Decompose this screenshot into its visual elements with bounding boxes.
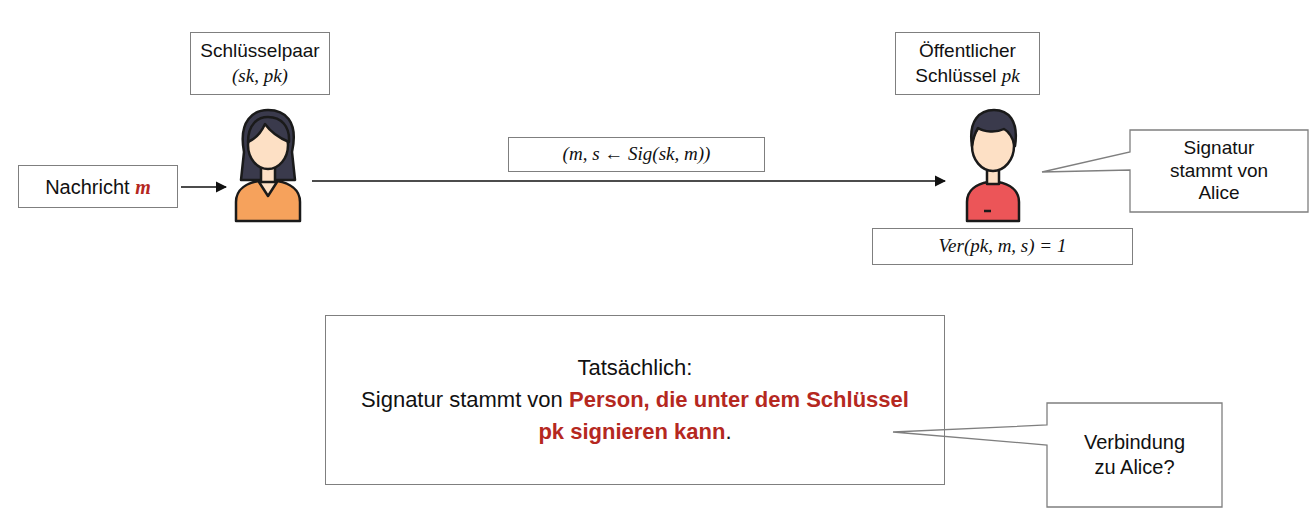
speech-bubble-outline: [1042, 130, 1308, 212]
speech-bubble-outline: [893, 403, 1222, 507]
verification-box: Ver(pk, m, s) = 1: [872, 228, 1133, 265]
node-text: (m, s ← Sig(sk, m)): [563, 143, 711, 164]
node-text: Ver(pk, m, s) = 1: [939, 235, 1067, 256]
input-arrow: [181, 186, 226, 187]
callout-bubble: Signatur stammt von Alice: [1130, 130, 1308, 212]
node-content: Signatur stammt von Alice: [1155, 137, 1283, 205]
node-content: (m, s ← Sig(sk, m)): [563, 143, 711, 166]
node-content: Verbindung zu Alice?: [1072, 430, 1197, 480]
callout-bubble: Verbindung zu Alice?: [1047, 403, 1222, 507]
key-pair-box: Schlüsselpaar(sk, pk): [190, 32, 330, 95]
node-text: Öffentlicher Schlüssel: [915, 40, 1016, 86]
node-text: Verbindung zu Alice?: [1072, 430, 1197, 480]
transmission-label-box: (m, s ← Sig(sk, m)): [508, 137, 765, 172]
node-text: Nachricht: [45, 176, 129, 198]
conclusion-box: Tatsächlich: Signatur stammt vonPerson, d…: [325, 315, 945, 485]
node-text: Schlüsselpaar: [200, 39, 319, 64]
node-text: (sk, pk): [200, 64, 319, 89]
node-text: Tatsächlich:: [356, 352, 914, 384]
bob-icon: [967, 110, 1019, 221]
node-text: m: [135, 176, 151, 198]
callout-outlines: [893, 130, 1308, 507]
alice-icon: [236, 110, 300, 221]
node-text: Signatur stammt von: [361, 387, 563, 412]
public-key-box: Öffentlicher Schlüsselpk: [895, 32, 1040, 95]
node-text: pk: [1002, 65, 1020, 86]
node-content: Ver(pk, m, s) = 1: [939, 235, 1067, 258]
node-content: Öffentlicher Schlüsselpk: [902, 39, 1033, 88]
node-text: .: [725, 419, 731, 444]
node-content: Schlüsselpaar(sk, pk): [200, 39, 319, 88]
node-text: Signatur stammt von Alice: [1155, 137, 1283, 205]
node-content: Tatsächlich: Signatur stammt vonPerson, d…: [356, 352, 914, 448]
message-box: Nachricht m: [18, 165, 178, 208]
node-content: Nachricht m: [45, 175, 151, 199]
transmission-arrow: [312, 180, 945, 181]
node-text: Person, die unter dem Schlüssel pk signi…: [538, 387, 908, 444]
